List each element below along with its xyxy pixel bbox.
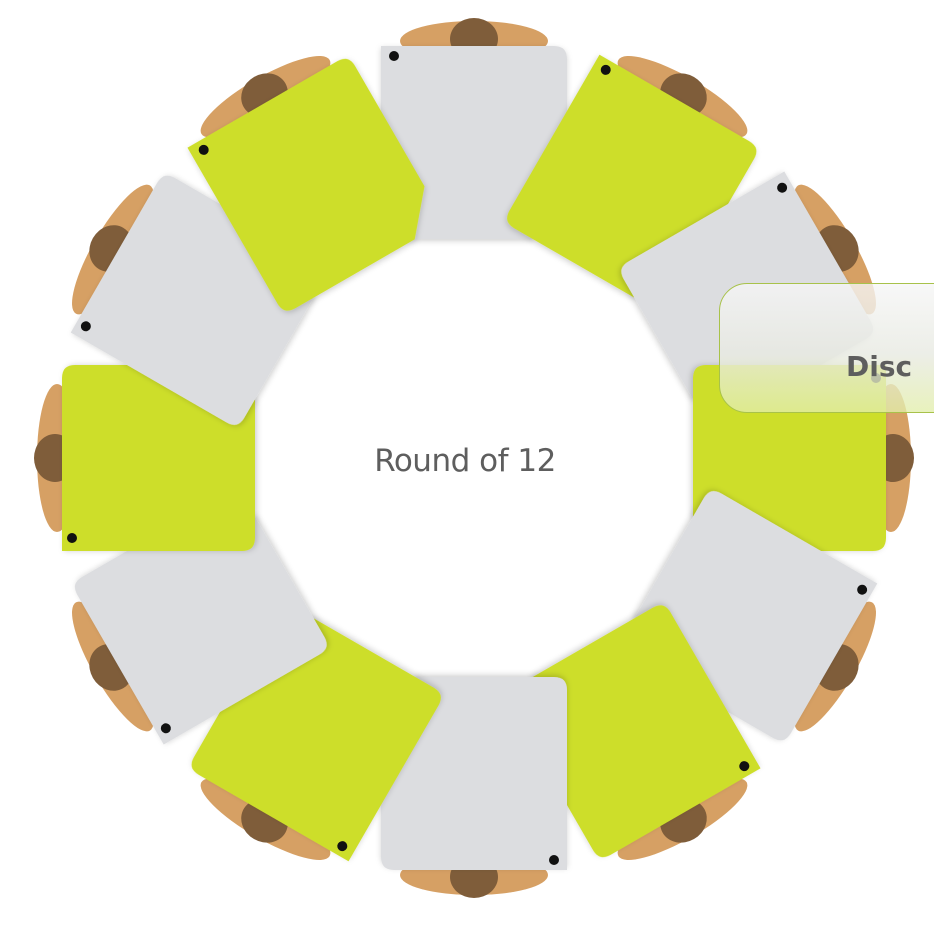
seat-marker-dot bbox=[67, 533, 77, 543]
seat-marker-dot bbox=[389, 51, 399, 61]
callout-text: Disc bbox=[846, 350, 912, 383]
seat-marker-dot bbox=[549, 855, 559, 865]
center-label: Round of 12 bbox=[300, 443, 630, 479]
callout-box: Disc bbox=[719, 283, 934, 413]
